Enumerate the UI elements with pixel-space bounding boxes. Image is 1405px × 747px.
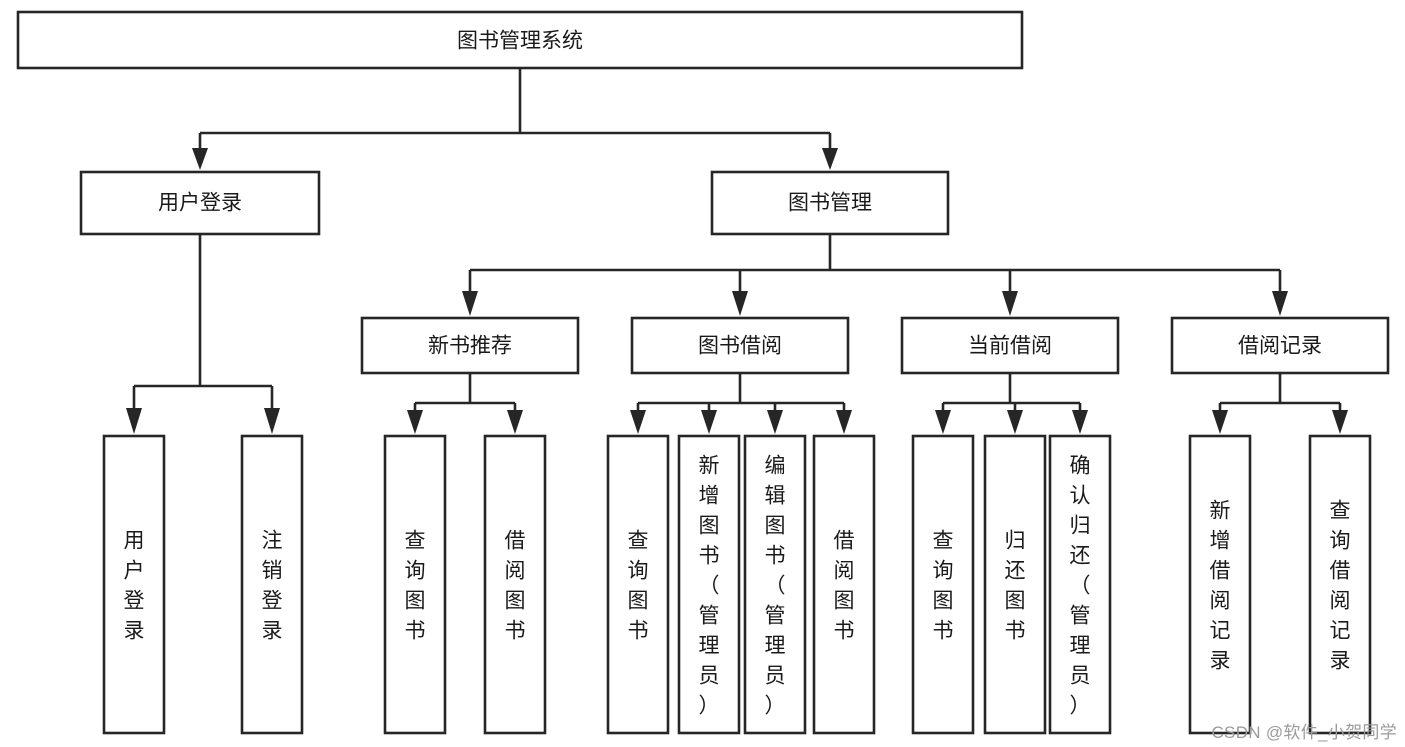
node-leaf-borrow-book-1-box[interactable] [483, 434, 547, 735]
node-leaf-borrow-book-1-label: 借阅图书 [505, 529, 526, 642]
node-book-borrow[interactable]: 图书借阅 [630, 316, 850, 375]
node-user-login-label: 用户登录 [158, 192, 242, 215]
node-leaf-query-book-2-box[interactable] [606, 434, 670, 735]
arrow-head-leaf-user-logout [264, 408, 280, 434]
node-leaf-user-login-label: 用户登录 [124, 529, 145, 642]
node-root-label: 图书管理系统 [457, 30, 583, 53]
arrow-head-leaf-query-borrow-record [1332, 410, 1348, 434]
node-root-box[interactable] [16, 10, 1024, 70]
node-user-login[interactable]: 用户登录 [79, 170, 321, 236]
node-leaf-add-borrow-record[interactable]: 新增借阅记录 [1188, 434, 1252, 735]
node-leaf-add-book-admin-label: 新增图书（管理员） [699, 454, 720, 717]
node-book-borrow-label: 图书借阅 [698, 335, 782, 358]
node-leaf-add-borrow-record-label: 新增借阅记录 [1210, 499, 1231, 672]
arrow-head-leaf-edit-book-admin [767, 410, 783, 434]
node-leaf-query-book-3-label: 查询图书 [933, 529, 954, 642]
node-leaf-return-book-box[interactable] [983, 434, 1047, 735]
node-book-manage-box[interactable] [710, 170, 950, 236]
node-leaf-borrow-book-2[interactable]: 借阅图书 [812, 434, 876, 735]
arrow-head-book-borrow [732, 291, 748, 316]
node-leaf-user-login[interactable]: 用户登录 [102, 434, 166, 735]
node-current-borrow-box[interactable] [900, 316, 1120, 375]
node-leaf-borrow-book-1[interactable]: 借阅图书 [483, 434, 547, 735]
node-book-borrow-box[interactable] [630, 316, 850, 375]
node-borrow-record-box[interactable] [1170, 316, 1390, 375]
arrow-head-leaf-return-book [1007, 410, 1023, 434]
node-leaf-user-login-box[interactable] [102, 434, 166, 735]
node-leaf-query-book-1-box[interactable] [383, 434, 447, 735]
node-leaf-borrow-book-2-label: 借阅图书 [834, 529, 855, 642]
node-borrow-record-label: 借阅记录 [1238, 335, 1322, 358]
node-leaf-query-book-1[interactable]: 查询图书 [383, 434, 447, 735]
node-leaf-edit-book-admin-label: 编辑图书（管理员） [765, 454, 786, 717]
arrow-head-new-book-rec [462, 291, 478, 316]
node-leaf-confirm-return-admin[interactable]: 确认归还（管理员） [1048, 434, 1112, 735]
arrow-head-book-manage [822, 148, 838, 170]
node-leaf-query-book-3-box[interactable] [911, 434, 975, 735]
node-new-book-rec[interactable]: 新书推荐 [360, 316, 580, 375]
node-leaf-add-book-admin[interactable]: 新增图书（管理员） [677, 434, 741, 735]
node-leaf-add-borrow-record-box[interactable] [1188, 434, 1252, 735]
arrow-head-leaf-borrow-book-1 [507, 410, 523, 434]
node-leaf-return-book[interactable]: 归还图书 [983, 434, 1047, 735]
node-book-manage[interactable]: 图书管理 [710, 170, 950, 236]
node-leaf-user-logout-box[interactable] [240, 434, 304, 735]
arrow-head-leaf-query-book-3 [935, 410, 951, 434]
node-leaf-edit-book-admin-box[interactable] [743, 434, 807, 735]
node-leaf-query-book-1-label: 查询图书 [405, 529, 426, 642]
node-new-book-rec-label: 新书推荐 [428, 335, 512, 358]
node-leaf-query-book-3[interactable]: 查询图书 [911, 434, 975, 735]
arrow-head-leaf-borrow-book-2 [836, 410, 852, 434]
arrow-head-leaf-confirm-return-admin [1072, 410, 1088, 434]
arrow-head-leaf-query-book-2 [630, 410, 646, 434]
node-leaf-add-book-admin-box[interactable] [677, 434, 741, 735]
node-current-borrow-label: 当前借阅 [968, 335, 1052, 358]
connector-layer [126, 68, 1348, 434]
node-leaf-confirm-return-admin-box[interactable] [1048, 434, 1112, 735]
node-leaf-confirm-return-admin-label: 确认归还（管理员） [1070, 454, 1091, 717]
node-book-manage-label: 图书管理 [788, 192, 872, 215]
node-leaf-return-book-label: 归还图书 [1005, 529, 1026, 642]
node-leaf-query-borrow-record-box[interactable] [1308, 434, 1372, 735]
node-user-login-box[interactable] [79, 170, 321, 236]
node-leaf-query-book-2-label: 查询图书 [628, 529, 649, 642]
arrow-head-leaf-add-borrow-record [1212, 410, 1228, 434]
arrow-head-leaf-query-book-1 [407, 410, 423, 434]
arrow-head-leaf-add-book-admin [701, 410, 717, 434]
arrow-head-user-login [192, 148, 208, 170]
node-root[interactable]: 图书管理系统 [16, 10, 1024, 70]
node-leaf-edit-book-admin[interactable]: 编辑图书（管理员） [743, 434, 807, 735]
node-leaf-query-book-2[interactable]: 查询图书 [606, 434, 670, 735]
arrow-head-leaf-user-login [126, 408, 142, 434]
node-new-book-rec-box[interactable] [360, 316, 580, 375]
arrow-head-current-borrow [1002, 291, 1018, 316]
csdn-watermark: CSDN @软件_小贺同学 [1211, 723, 1397, 742]
node-leaf-query-borrow-record-label: 查询借阅记录 [1330, 499, 1351, 672]
node-borrow-record[interactable]: 借阅记录 [1170, 316, 1390, 375]
node-leaf-query-borrow-record[interactable]: 查询借阅记录 [1308, 434, 1372, 735]
node-leaf-borrow-book-2-box[interactable] [812, 434, 876, 735]
node-current-borrow[interactable]: 当前借阅 [900, 316, 1120, 375]
node-leaf-user-logout-label: 注销登录 [262, 529, 283, 642]
arrow-head-borrow-record [1272, 291, 1288, 316]
node-leaf-user-logout[interactable]: 注销登录 [240, 434, 304, 735]
